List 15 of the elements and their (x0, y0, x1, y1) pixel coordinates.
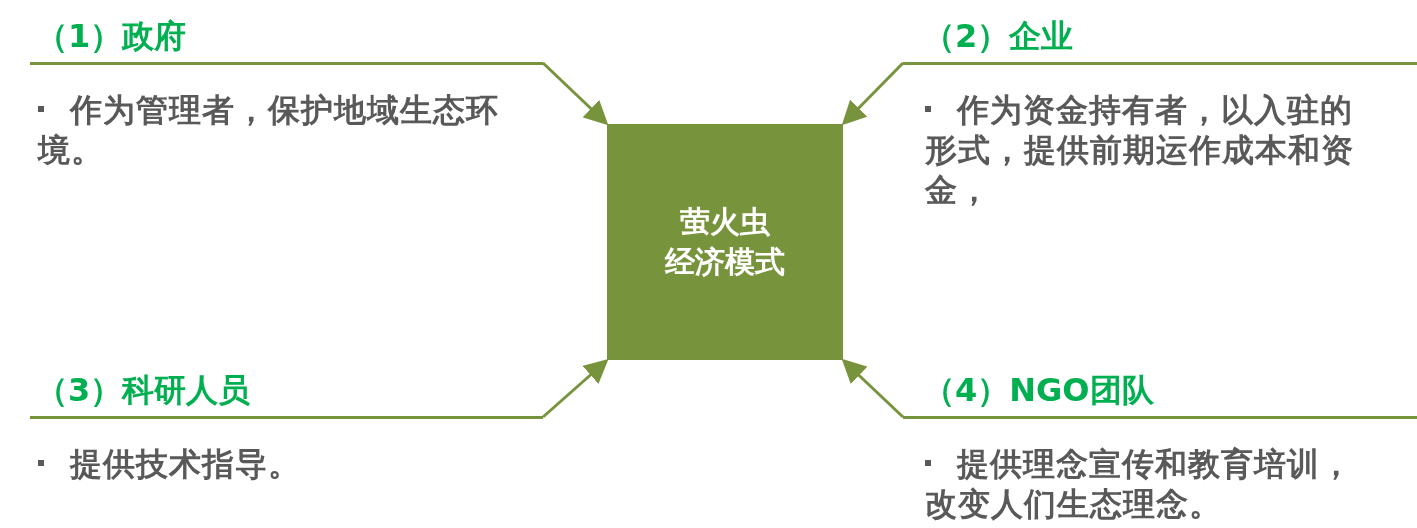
section-heading: （2）企业 (923, 16, 1074, 57)
bullet-text: 提供技术指导。 (38, 444, 508, 484)
arrow (841, 61, 905, 126)
bullet-text: 作为管理者，保护地域生态环境。 (38, 90, 500, 170)
arrow (841, 358, 905, 419)
arrow (542, 359, 609, 419)
center-label: 萤火虫 (680, 203, 770, 241)
section-heading: （3）科研人员 (36, 370, 251, 411)
center-box (607, 124, 843, 360)
bullet-text: 提供理念宣传和教育培训，改变人们生态理念。 (925, 444, 1354, 524)
arrow (541, 61, 609, 126)
bullet-text: 作为资金持有者，以入驻的形式，提供前期运作成本和资金， (925, 90, 1355, 210)
section-heading: （4）NGO团队 (923, 370, 1154, 411)
section-heading: （1）政府 (36, 16, 187, 57)
center-label: 经济模式 (665, 243, 785, 281)
